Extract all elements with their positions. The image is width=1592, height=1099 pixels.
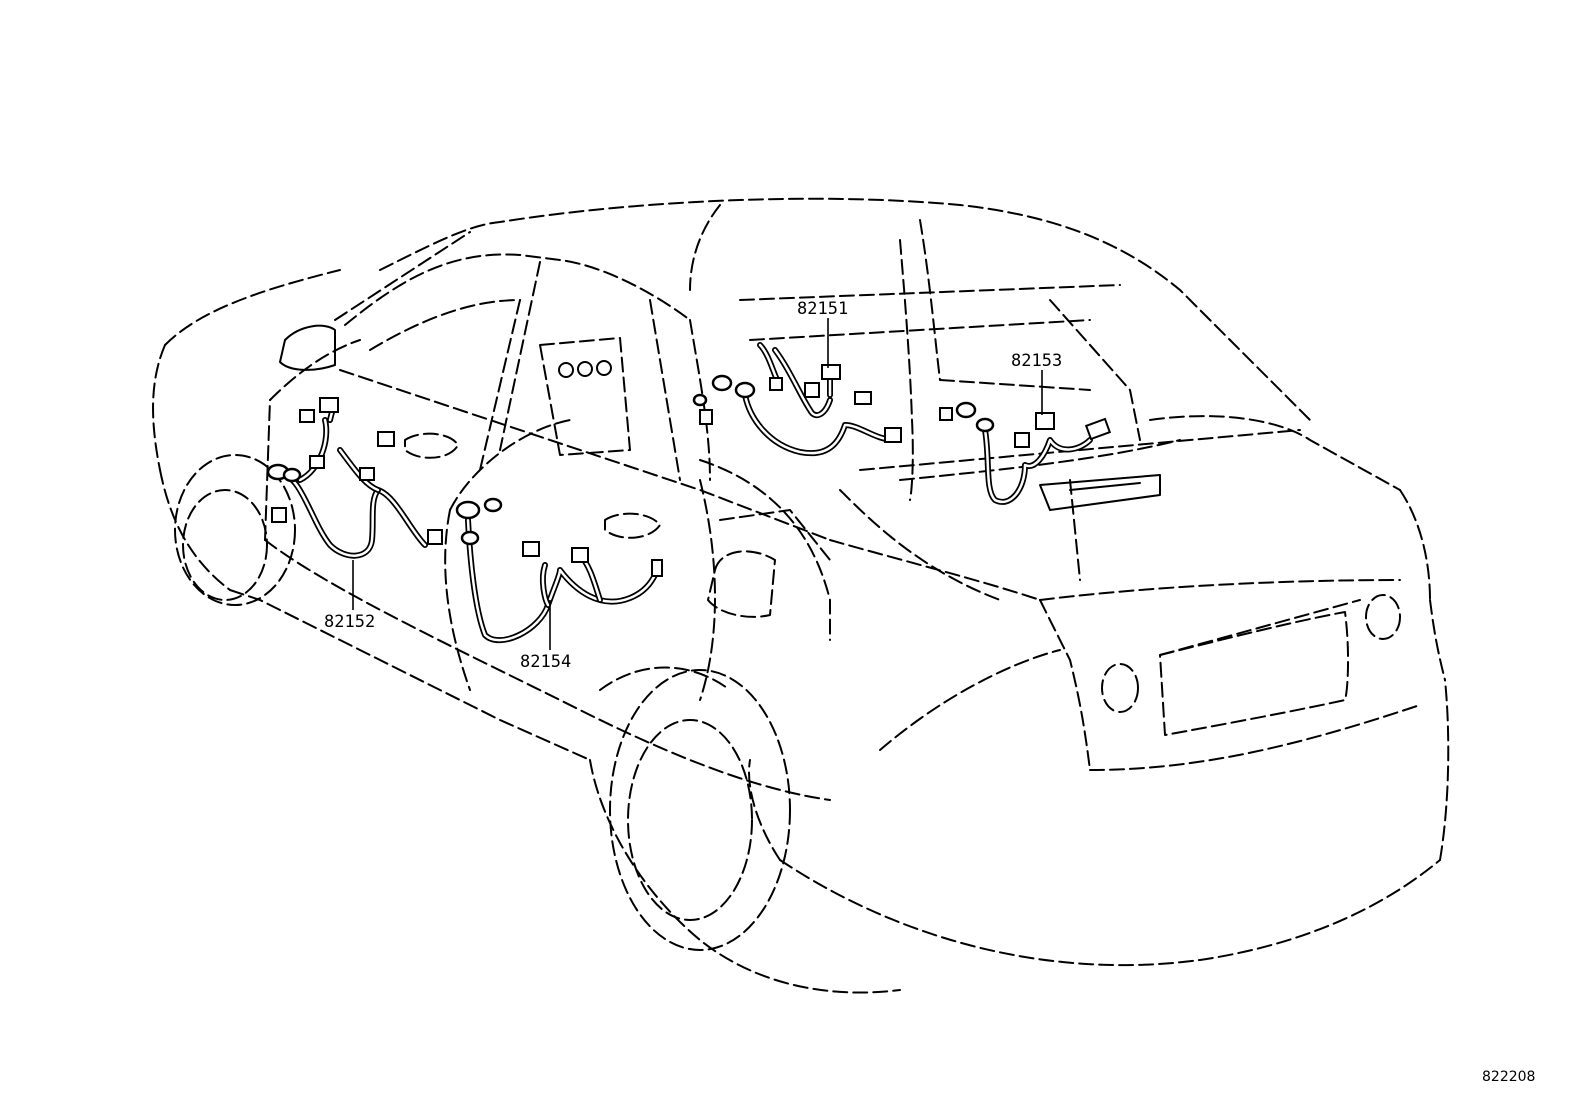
grommet bbox=[955, 401, 977, 419]
front-door-harness bbox=[266, 397, 443, 559]
connector bbox=[359, 467, 375, 481]
car-body-outline bbox=[152, 197, 1450, 994]
rear-pillar-harness bbox=[692, 342, 902, 457]
grommet bbox=[711, 374, 733, 392]
grommet bbox=[692, 393, 708, 407]
grommet bbox=[282, 467, 302, 483]
connector bbox=[821, 364, 841, 380]
callout-82153: 82153 bbox=[1011, 351, 1062, 371]
connector bbox=[1084, 417, 1112, 441]
connector bbox=[651, 559, 663, 577]
connector bbox=[271, 507, 287, 523]
callout-82154: 82154 bbox=[520, 652, 571, 672]
grommet bbox=[975, 417, 995, 433]
connector bbox=[377, 431, 395, 447]
figure-id: 822208 bbox=[1482, 1069, 1535, 1085]
connector bbox=[309, 455, 325, 469]
grommet bbox=[455, 500, 481, 520]
grommet bbox=[734, 381, 756, 399]
connector bbox=[522, 541, 540, 557]
callout-82151: 82151 bbox=[797, 299, 848, 319]
connector bbox=[1014, 432, 1030, 448]
connector bbox=[884, 427, 902, 443]
grommet bbox=[460, 530, 480, 546]
rear-door-harness bbox=[455, 497, 663, 644]
callout-82152: 82152 bbox=[324, 612, 375, 632]
connector bbox=[299, 409, 315, 423]
connector bbox=[1035, 412, 1055, 430]
connector bbox=[571, 547, 589, 563]
connector bbox=[699, 409, 713, 425]
connector bbox=[427, 529, 443, 545]
connector bbox=[319, 397, 339, 413]
grommet bbox=[483, 497, 503, 513]
connector bbox=[939, 407, 953, 421]
leader-lines bbox=[352, 318, 1043, 650]
connector bbox=[854, 391, 872, 405]
package-tray-harness bbox=[939, 401, 1112, 505]
connector bbox=[769, 377, 783, 391]
connector bbox=[804, 382, 820, 398]
